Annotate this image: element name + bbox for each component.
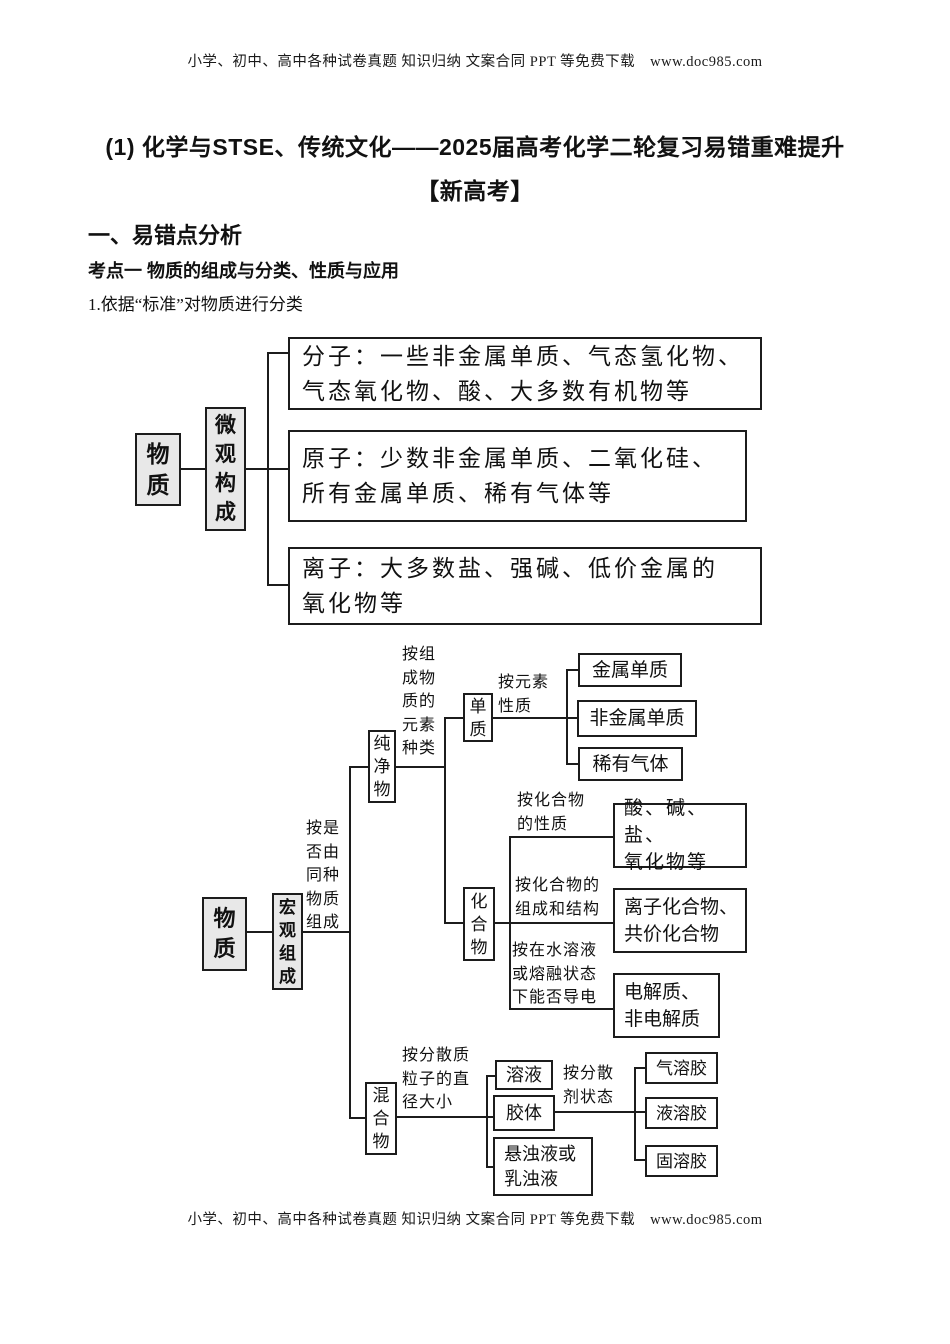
connector-line xyxy=(486,1075,495,1077)
molecule-leaf-box: 分子：一些非金属单质、气态氢化物、 气态氧化物、酸、大多数有机物等 xyxy=(288,337,762,410)
ion-leaf-box: 离子：大多数盐、强碱、低价金属的 氧化物等 xyxy=(288,547,762,625)
criteria-same-substance-label: 按是 否由 同种 物质 组成 xyxy=(306,820,341,931)
connector-line xyxy=(509,1008,613,1010)
connector-line xyxy=(267,584,288,586)
criteria-conductivity-label: 按在水溶液 或熔融状态 下能否导电 xyxy=(512,942,598,1006)
connector-line xyxy=(397,1116,493,1118)
criteria-element-property-label: 按元素 性质 xyxy=(498,674,550,715)
connector-line xyxy=(267,352,288,354)
connector-line xyxy=(555,1111,645,1113)
doc-title-line2: 【新高考】 xyxy=(416,178,534,204)
criteria-dispersant-state-label: 按分散 剂状态 xyxy=(563,1065,615,1106)
element-box: 单 质 xyxy=(463,693,493,742)
connector-line xyxy=(267,352,269,586)
criteria-compound-property-label: 按化合物 的性质 xyxy=(517,792,586,833)
topic-heading: 考点一 物质的组成与分类、性质与应用 xyxy=(88,261,399,281)
colloid-box: 胶体 xyxy=(493,1095,555,1131)
suspension-emulsion-box: 悬浊液或 乳浊液 xyxy=(493,1137,593,1196)
connector-line xyxy=(493,717,577,719)
connector-line xyxy=(566,669,568,765)
solution-box: 溶液 xyxy=(495,1060,553,1090)
macro-composition-category-box: 宏 观 组 成 xyxy=(272,893,303,990)
connector-line xyxy=(349,1117,365,1119)
liquid-sol-box: 液溶胶 xyxy=(645,1097,718,1129)
connector-line xyxy=(509,836,613,838)
pure-substance-box: 纯 净 物 xyxy=(368,730,396,803)
doc-title-line1: (1) 化学与STSE、传统文化——2025届高考化学二轮复习易错重难提升 xyxy=(105,134,845,160)
electrolyte-box: 电解质、 非电解质 xyxy=(613,973,720,1038)
connector-line xyxy=(509,922,613,924)
connector-line xyxy=(486,1075,488,1168)
connector-line xyxy=(181,468,205,470)
connector-line xyxy=(303,931,350,933)
connector-line xyxy=(396,766,446,768)
connector-line xyxy=(634,1067,645,1069)
nonmetal-element-box: 非金属单质 xyxy=(577,700,697,737)
mixture-box: 混 合 物 xyxy=(365,1082,397,1155)
section-heading: 一、易错点分析 xyxy=(88,223,243,248)
criteria-element-kinds-label: 按组 成物 质的 元素 种类 xyxy=(402,646,437,757)
connector-line xyxy=(247,931,272,933)
watermark-header: 小学、初中、高中各种试卷真题 知识归纳 文案合同 PPT 等免费下载 www.d… xyxy=(187,54,763,70)
connector-line xyxy=(349,766,368,768)
ionic-covalent-box: 离子化合物、 共价化合物 xyxy=(613,888,747,953)
connector-line xyxy=(486,1166,493,1168)
acid-base-salt-box: 酸、碱、盐、 氧化物等 xyxy=(613,798,747,873)
atom-leaf-box: 原子：少数非金属单质、二氧化硅、 所有金属单质、稀有气体等 xyxy=(288,430,747,522)
connector-line xyxy=(444,922,463,924)
micro-structure-category-box: 微 观 构 成 xyxy=(205,407,246,531)
connector-line xyxy=(634,1159,645,1161)
macro-matter-root-box: 物 质 xyxy=(202,897,247,971)
connector-line xyxy=(566,669,578,671)
noble-gas-box: 稀有气体 xyxy=(578,747,683,781)
criteria-particle-diameter-label: 按分散质 粒子的直 径大小 xyxy=(402,1047,471,1111)
watermark-footer: 小学、初中、高中各种试卷真题 知识归纳 文案合同 PPT 等免费下载 www.d… xyxy=(187,1212,763,1228)
connector-line xyxy=(444,717,446,924)
compound-box: 化 合 物 xyxy=(463,887,495,961)
micro-matter-root-box: 物 质 xyxy=(135,433,181,506)
connector-line xyxy=(495,922,511,924)
solid-sol-box: 固溶胶 xyxy=(645,1145,718,1177)
connector-line xyxy=(634,1067,636,1161)
connector-line xyxy=(444,717,463,719)
connector-line xyxy=(349,766,351,1119)
item-text: 1.依据“标准”对物质进行分类 xyxy=(88,295,303,314)
criteria-composition-structure-label: 按化合物的 组成和结构 xyxy=(515,877,601,918)
connector-line xyxy=(566,763,578,765)
metal-element-box: 金属单质 xyxy=(578,653,682,687)
aerosol-box: 气溶胶 xyxy=(645,1052,718,1084)
